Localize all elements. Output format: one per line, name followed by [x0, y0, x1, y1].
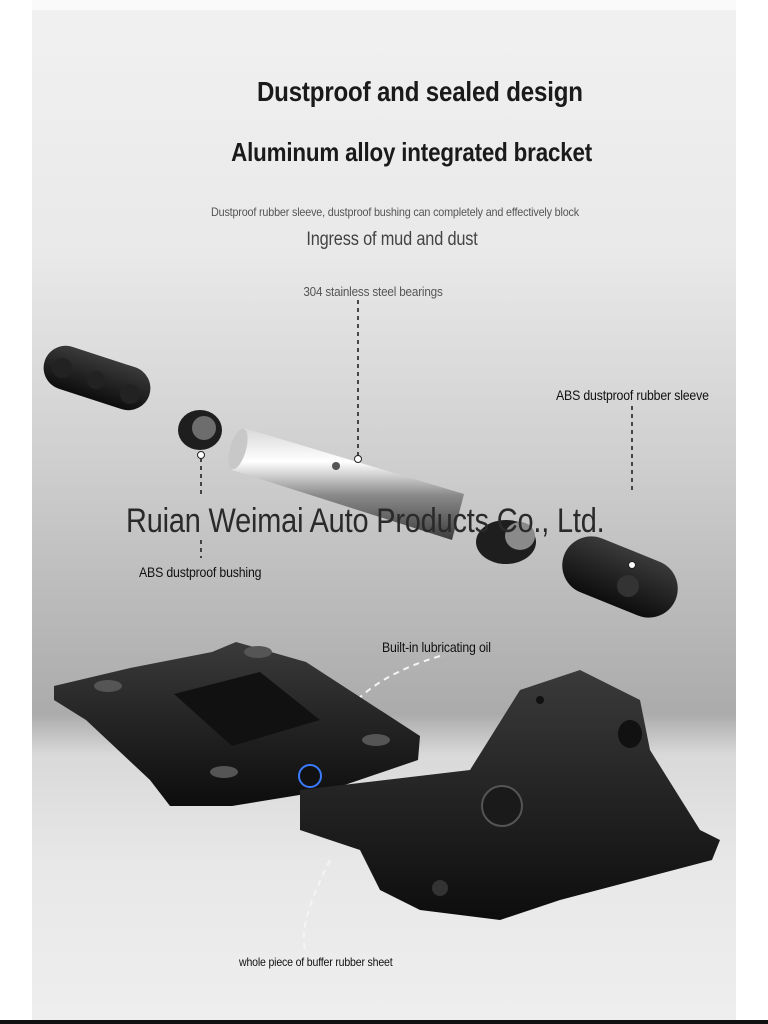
bushing-ring — [178, 410, 222, 459]
description-line-2: Ingress of mud and dust — [306, 229, 478, 250]
leader-lines — [200, 300, 633, 558]
callout-rubber-sheet: whole piece of buffer rubber sheet — [239, 955, 393, 969]
callout-bushing: ABS dustproof bushing — [139, 564, 262, 580]
left-rubber-cover — [43, 345, 151, 411]
subheadline: Aluminum alloy integrated bracket — [231, 137, 593, 167]
callout-bearings: 304 stainless steel bearings — [303, 284, 443, 299]
right-bushing — [476, 520, 536, 564]
top-strip — [32, 0, 736, 10]
headline: Dustproof and sealed design — [256, 76, 583, 107]
right-rubber-sleeve — [562, 536, 678, 618]
watermark: Ruian Weimai Auto Products Co., Ltd. — [126, 502, 605, 540]
bottom-border — [0, 1020, 768, 1024]
callout-oil: Built-in lubricating oil — [382, 639, 491, 655]
bracket-lower-arm — [300, 670, 720, 920]
callout-sleeve: ABS dustproof rubber sleeve — [556, 387, 709, 403]
bracket-top-plate — [54, 642, 420, 806]
description-line-1: Dustproof rubber sleeve, dustproof bushi… — [210, 205, 579, 219]
